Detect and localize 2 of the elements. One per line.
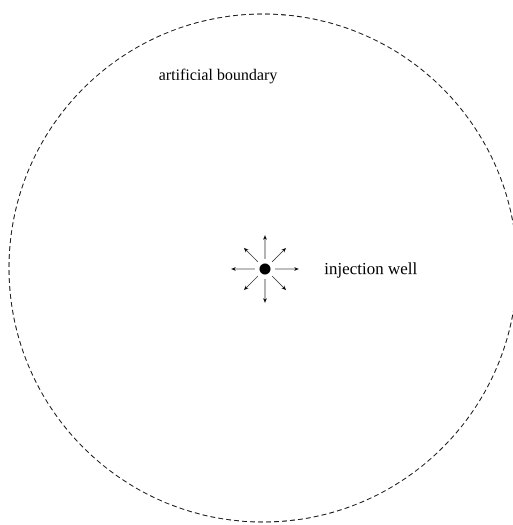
boundary-label: artificial boundary [159,68,278,84]
well-label: injection well [324,262,417,278]
